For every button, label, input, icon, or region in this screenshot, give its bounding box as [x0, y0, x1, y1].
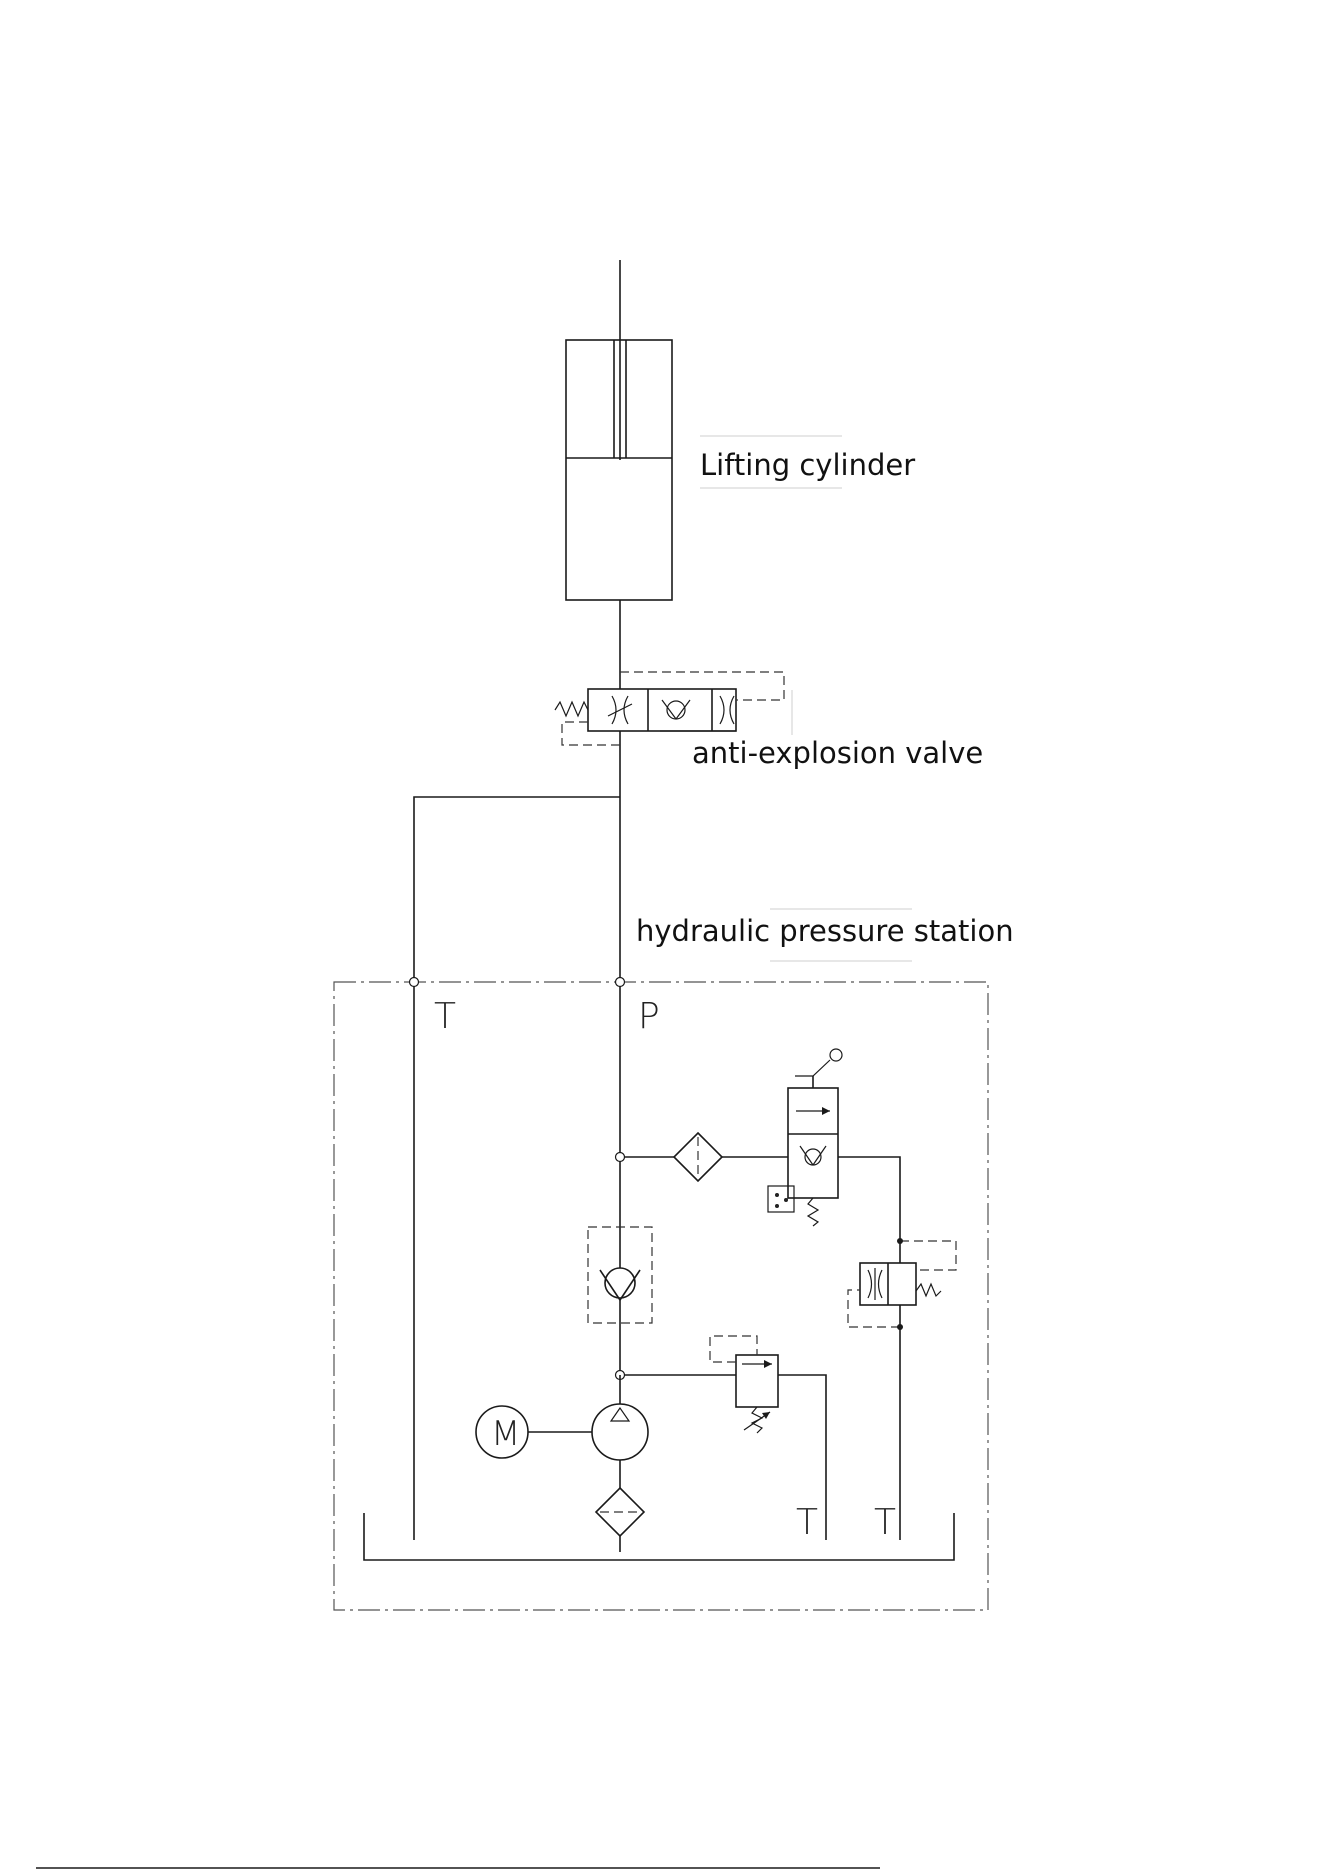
port-tank-bottom-1: T: [796, 1502, 818, 1543]
port-tank-bottom-2: T: [874, 1502, 896, 1543]
suction-filter: [596, 1488, 644, 1552]
electric-motor: M: [476, 1406, 592, 1458]
anti-explosion-valve: [555, 672, 784, 745]
port-tank-top: T: [434, 996, 456, 1037]
flow-control-valve: [848, 1238, 956, 1330]
hydraulic-pump: [592, 1375, 648, 1488]
motor-label: M: [491, 1414, 520, 1454]
valve-label: anti-explosion valve: [692, 736, 983, 770]
lifting-cylinder: [566, 260, 672, 600]
pressure-filter-branch: [616, 1133, 901, 1540]
port-pressure-top: P: [638, 996, 660, 1037]
manual-directional-valve: [768, 1049, 842, 1226]
oil-reservoir: [364, 1513, 954, 1560]
station-label: hydraulic pressure station: [636, 914, 1014, 948]
cylinder-label: Lifting cylinder: [700, 448, 915, 482]
